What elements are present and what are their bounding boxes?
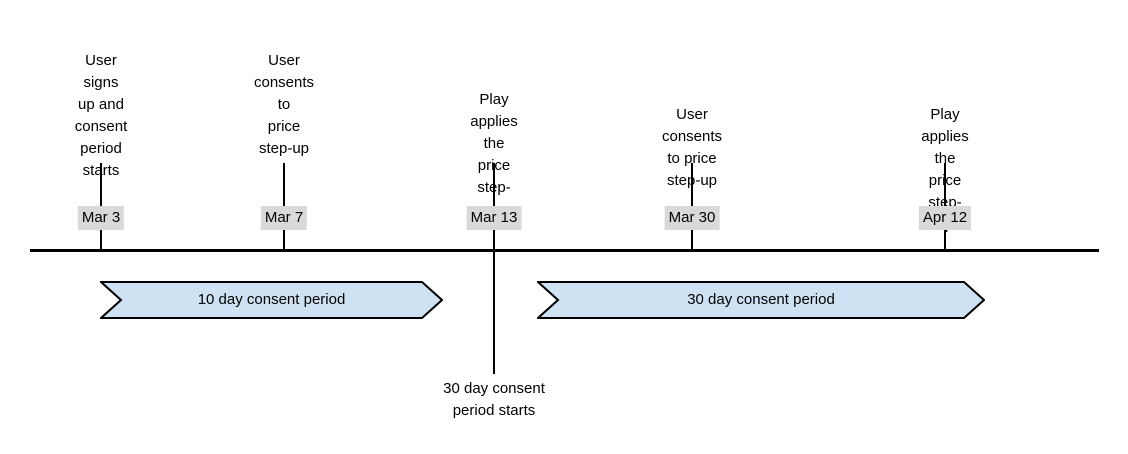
event-date-badge: Mar 7 <box>260 206 308 230</box>
annotation-30day-period-starts: 30 day consent period starts <box>443 380 545 419</box>
event-date-badge: Apr 12 <box>918 206 972 230</box>
chevron-banner-shape <box>537 281 985 319</box>
consent-period-banner-30day: 30 day consent period <box>537 281 985 319</box>
event-date-badge: Mar 30 <box>664 206 720 230</box>
event-label: Play applies the price step-up <box>470 91 518 218</box>
event-label: User consents to price step-up <box>661 106 723 189</box>
chevron-banner-shape <box>100 281 443 319</box>
timeline-axis <box>30 249 1099 252</box>
event-tick-line-extended <box>493 163 495 374</box>
event-date-badge: Mar 3 <box>77 206 125 230</box>
consent-period-banner-label: 10 day consent period <box>197 291 346 308</box>
event-label: User consents to price step-up <box>253 52 315 157</box>
consent-period-banner-label: 30 day consent period <box>687 291 835 308</box>
consent-period-banner-10day: 10 day consent period <box>100 281 443 319</box>
event-date-badge: Mar 13 <box>466 206 522 230</box>
